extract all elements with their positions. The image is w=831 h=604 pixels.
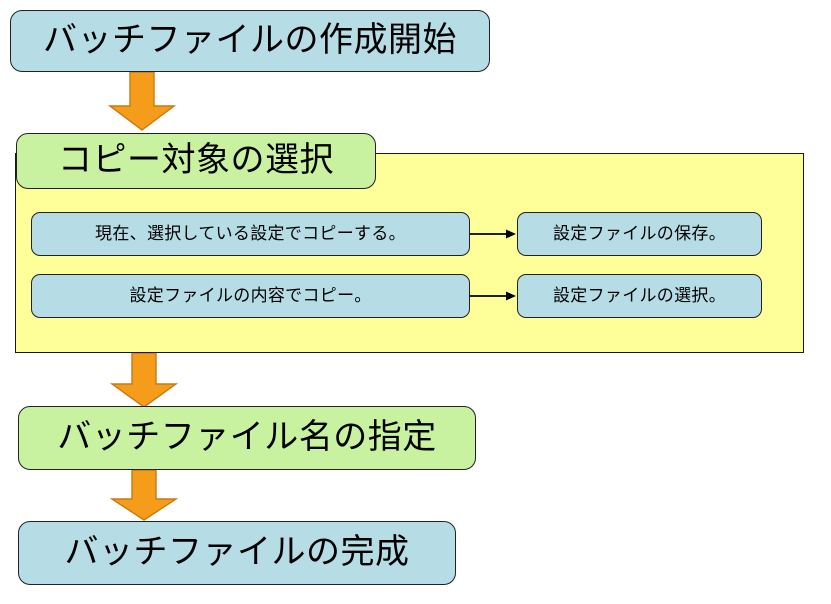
node-start[interactable]: バッチファイルの作成開始 bbox=[10, 10, 490, 72]
arrow-row2-source-to-target bbox=[470, 286, 518, 306]
node-batch-file-complete[interactable]: バッチファイルの完成 bbox=[18, 521, 456, 585]
node-select-settings-file[interactable]: 設定ファイルの選択。 bbox=[517, 274, 762, 318]
node-select-copy-target-label: コピー対象の選択 bbox=[58, 141, 334, 180]
node-save-settings-file-label: 設定ファイルの保存。 bbox=[553, 223, 726, 243]
node-copy-with-settings-file[interactable]: 設定ファイルの内容でコピー。 bbox=[31, 274, 470, 318]
arrow-row1-source-to-target bbox=[470, 224, 518, 244]
node-specify-batch-file-name-label: バッチファイル名の指定 bbox=[57, 418, 437, 457]
node-start-label: バッチファイルの作成開始 bbox=[43, 21, 457, 60]
node-select-settings-file-label: 設定ファイルの選択。 bbox=[553, 285, 726, 305]
arrow-name-file-to-complete bbox=[110, 470, 178, 522]
arrow-start-to-select bbox=[108, 72, 176, 132]
node-save-settings-file[interactable]: 設定ファイルの保存。 bbox=[517, 212, 762, 256]
node-batch-file-complete-label: バッチファイルの完成 bbox=[64, 533, 410, 572]
node-specify-batch-file-name[interactable]: バッチファイル名の指定 bbox=[18, 406, 476, 470]
node-copy-with-settings-file-label: 設定ファイルの内容でコピー。 bbox=[129, 285, 372, 305]
arrow-group-to-name-file bbox=[110, 353, 178, 409]
node-copy-with-current-settings-label: 現在、選択している設定でコピーする。 bbox=[95, 223, 406, 243]
node-copy-with-current-settings[interactable]: 現在、選択している設定でコピーする。 bbox=[31, 212, 470, 256]
node-select-copy-target[interactable]: コピー対象の選択 bbox=[16, 133, 376, 189]
